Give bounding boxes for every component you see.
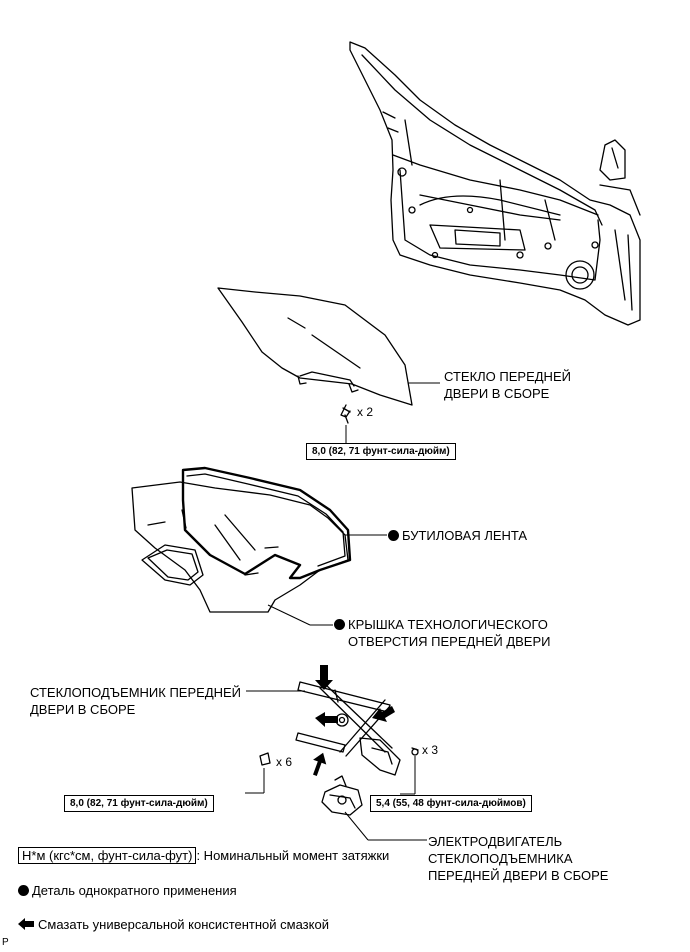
motor-bolt-qty: x 3	[422, 743, 439, 757]
glass-label-line2: ДВЕРИ В СБОРЕ	[444, 386, 550, 401]
legend-grease-text: Смазать универсальной консистентной смаз…	[38, 917, 329, 932]
legend-grease: Смазать универсальной консистентной смаз…	[18, 916, 329, 933]
corner-mark: P	[2, 937, 9, 948]
service-cover-line2: ОТВЕРСТИЯ ПЕРЕДНЕЙ ДВЕРИ	[348, 634, 551, 649]
regulator-bolt-qty: x 6	[276, 755, 293, 769]
butyl-tape-label: БУТИЛОВАЯ ЛЕНТА	[388, 527, 527, 544]
grease-arrows	[313, 665, 395, 776]
non-reusable-dot-icon	[388, 530, 399, 541]
glass-label-line1: СТЕКЛО ПЕРЕДНЕЙ	[444, 369, 571, 384]
glass-label: СТЕКЛО ПЕРЕДНЕЙ ДВЕРИ В СБОРЕ	[444, 368, 571, 402]
regulator-torque-box: 8,0 (82, 71 фунт-сила-дюйм)	[64, 795, 214, 812]
regulator-label: СТЕКЛОПОДЪЕМНИК ПЕРЕДНЕЙ ДВЕРИ В СБОРЕ	[30, 684, 241, 718]
motor-label: ЭЛЕКТРОДВИГАТЕЛЬ СТЕКЛОПОДЪЕМНИКА ПЕРЕДН…	[428, 833, 608, 884]
legend-torque-unit: Н*м (кгс*см, фунт-сила-фут)	[18, 847, 197, 864]
non-reusable-dot-icon	[18, 885, 29, 896]
legend-non-reusable-text: Деталь однократного применения	[32, 883, 237, 898]
regulator-motor-drawing	[321, 775, 363, 816]
leader-lines	[245, 382, 440, 841]
motor-line2: СТЕКЛОПОДЪЕМНИКА	[428, 851, 573, 866]
service-cover-label: КРЫШКА ТЕХНОЛОГИЧЕСКОГО ОТВЕРСТИЯ ПЕРЕДН…	[334, 616, 551, 650]
glass-torque-box: 8,0 (82, 71 фунт-сила-дюйм)	[306, 443, 456, 460]
legend-torque: Н*м (кгс*см, фунт-сила-фут): Номинальный…	[18, 847, 389, 864]
butyl-tape-text: БУТИЛОВАЯ ЛЕНТА	[402, 528, 528, 543]
door-panel-drawing	[349, 41, 641, 326]
grease-arrow-icon	[18, 918, 34, 930]
door-glass-drawing	[217, 287, 413, 424]
legend-non-reusable: Деталь однократного применения	[18, 882, 237, 899]
motor-line1: ЭЛЕКТРОДВИГАТЕЛЬ	[428, 834, 563, 849]
motor-torque-box: 5,4 (55, 48 фунт-сила-дюймов)	[370, 795, 532, 812]
non-reusable-dot-icon	[334, 619, 345, 630]
regulator-line2: ДВЕРИ В СБОРЕ	[30, 702, 136, 717]
legend-torque-desc: : Номинальный момент затяжки	[196, 848, 390, 863]
motor-line3: ПЕРЕДНЕЙ ДВЕРИ В СБОРЕ	[428, 868, 609, 883]
regulator-line1: СТЕКЛОПОДЪЕМНИК ПЕРЕДНЕЙ	[30, 685, 242, 700]
butyl-tape-and-cover-drawing	[131, 466, 352, 613]
service-cover-line1: КРЫШКА ТЕХНОЛОГИЧЕСКОГО	[348, 617, 548, 632]
glass-bolt-qty: x 2	[357, 405, 374, 419]
